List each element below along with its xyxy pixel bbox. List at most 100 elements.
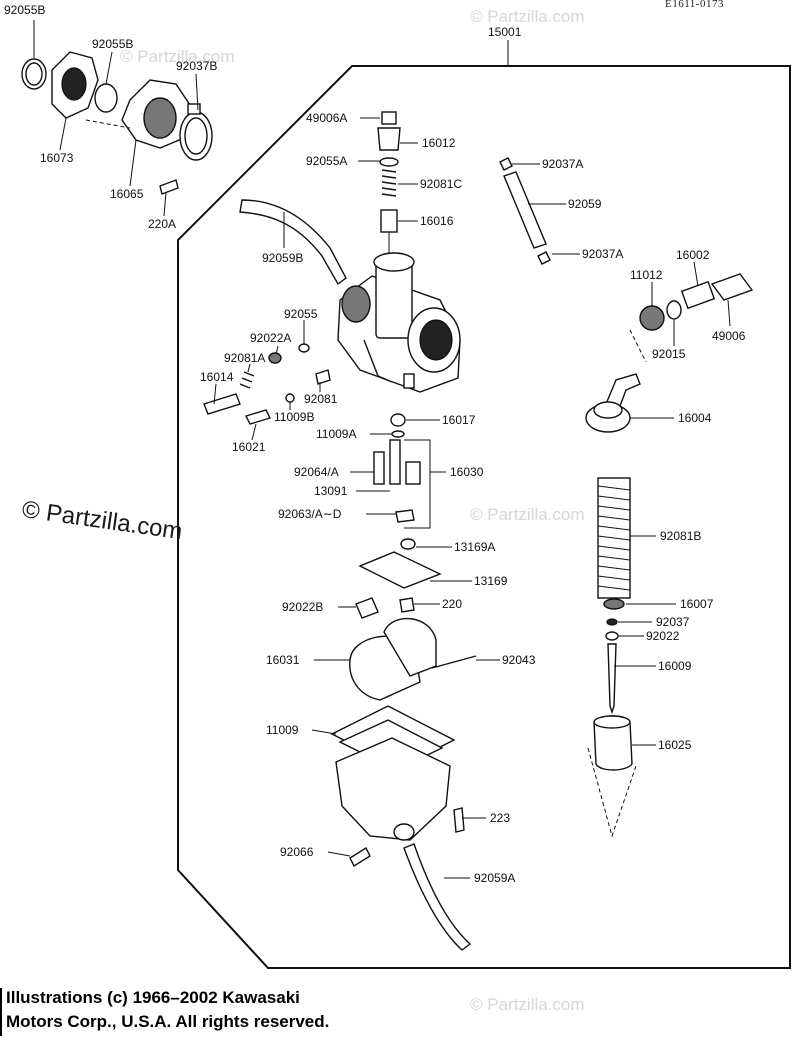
clip-92037 [606,618,618,626]
carb-inlet [341,285,371,323]
part-label: 16009 [658,659,692,673]
part-label: 16065 [110,187,144,201]
part-label: 49006A [306,111,347,125]
valve-seat [405,461,421,485]
part-label: 223 [490,811,510,825]
float-parts [330,413,477,951]
part-label: 16021 [232,440,266,454]
part-label: 92064/A [294,465,339,479]
choke-parts [585,273,754,433]
part-labels: 92055B 92055B 92037B 16073 16065 220A 15… [4,3,746,885]
part-label: 16025 [658,738,692,752]
screw-220 [399,597,415,613]
faint-watermark: © Partzilla.com [120,47,235,66]
part-label: 92081 [304,392,338,406]
part-label: 13169 [474,574,508,588]
screw-220a [159,179,179,195]
part-label: 92081C [420,177,462,191]
jet-16017 [390,413,406,427]
top-center-parts [377,111,551,265]
part-label: 11012 [630,268,663,282]
part-label: 16017 [442,413,476,427]
part-label: 92055B [92,37,133,51]
part-label: 16016 [420,214,454,228]
part-label: 92022A [250,331,291,345]
part-label: 49006 [712,329,746,343]
leader-lines [33,20,731,879]
part-label: 16007 [680,597,714,611]
screw-16014 [203,393,241,415]
clip-13169a [400,538,416,550]
float-bowl [335,737,451,841]
washer-92055a [379,157,399,167]
part-label: 92081B [660,529,701,543]
part-label: 92043 [502,653,536,667]
part-label: 11009B [274,410,314,424]
nut-92022a [268,352,282,364]
part-label: 13169A [454,540,495,554]
spring-92081c [381,169,397,197]
screw-16021 [245,409,271,425]
ring-11009b [285,393,295,403]
screw-92063 [395,509,415,523]
part-label: 92059B [262,251,303,265]
washer-92022 [605,631,619,641]
carb-boss [403,373,415,389]
copyright-line-1: Illustrations (c) 1966–2002 Kawasaki [6,988,300,1007]
assembly-line [587,747,637,838]
part-label: 92022 [646,629,680,643]
part-label: 92059A [474,871,515,885]
part-label: 16012 [422,136,456,150]
assembly-frame [177,65,791,969]
part-label: 92066 [280,845,314,859]
part-label: 92037B [176,59,217,73]
part-label: 16073 [40,151,74,165]
hose-92059a [403,843,472,951]
clip-92037a [537,251,551,265]
pin-92043 [431,655,477,669]
carb-tower-top [373,252,415,272]
part-label: 15001 [488,25,522,39]
bracket-16030 [404,439,431,529]
diagram-code: E1611-0173 [665,0,724,10]
bowl-drain [393,823,415,841]
intake-holder-bore [143,97,177,139]
part-label: 16014 [200,370,234,384]
faint-watermarks: © Partzilla.com © Partzilla.com © Partzi… [120,7,585,1014]
part-label: 92055 [284,307,318,321]
part-label: 16030 [450,465,484,479]
assembly-line [85,119,131,129]
choke-elbow [605,373,641,407]
o-ring-part [94,83,118,113]
part-label: 220A [148,217,176,231]
part-label: 13091 [314,484,348,498]
float-lobe [383,617,437,677]
clamp-screw [187,103,201,115]
screw-16016 [380,209,398,233]
part-label: 11009 [266,723,299,737]
carb-outlet-bore [419,319,453,361]
ring-11009a [391,430,405,438]
spring-coils [597,485,631,591]
part-label: 92059 [568,197,602,211]
nut-16012 [377,127,401,151]
holder-hole [61,67,87,101]
part-label: 92022B [282,600,323,614]
faint-watermark: © Partzilla.com [470,505,585,524]
tube-92059 [503,171,547,249]
throttle-valve-top [593,715,631,729]
part-label: 16004 [678,411,712,425]
nut-16002 [680,280,716,310]
screw-92066 [349,846,371,868]
o-ring-92055 [298,343,310,353]
hose-92059b [239,199,347,286]
cap-49006a [381,111,397,125]
seat-16007 [603,598,625,610]
plunger-cap-top [593,401,623,419]
faint-watermark: © Partzilla.com [470,995,585,1014]
ring-92015 [666,300,682,320]
o-ring-inner [25,62,43,86]
part-label: 92055A [306,154,347,168]
spring-92081 [315,369,331,385]
washer-11012 [639,305,665,331]
